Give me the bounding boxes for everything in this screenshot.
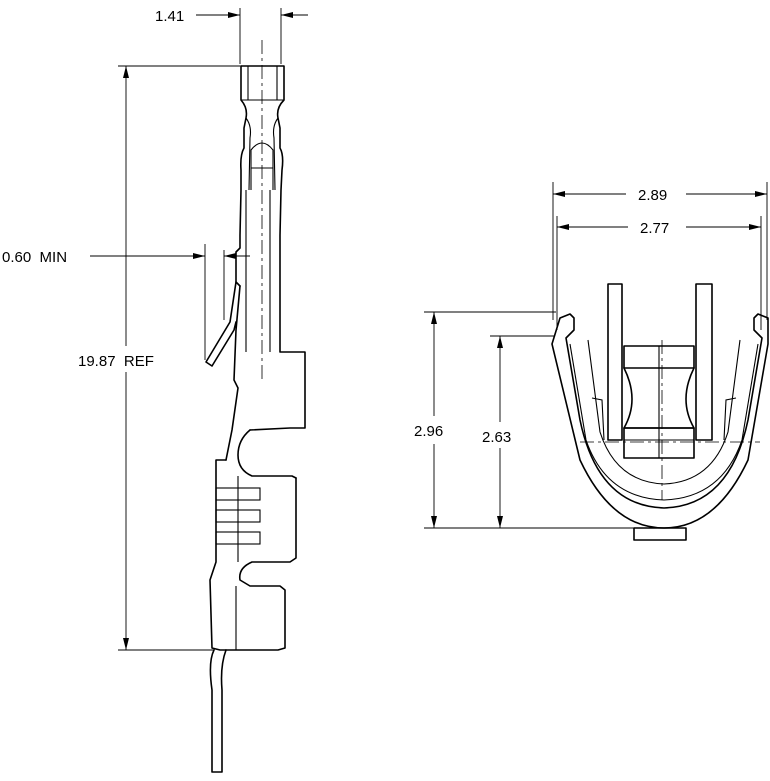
dimension-inner-width: 2.77 — [556, 216, 762, 330]
contact-arm-left — [607, 283, 623, 441]
dimension-overall-length-label: 19.87 REF — [78, 353, 154, 370]
contact-arm-right — [695, 283, 713, 441]
dimension-width-top-label: 1.41 — [155, 8, 184, 25]
bottom-tab — [633, 527, 687, 541]
dimension-outer-height-label: 2.96 — [414, 423, 443, 440]
dimension-width-top: 1.41 — [155, 8, 308, 64]
dimension-outer-width: 2.89 — [552, 182, 768, 320]
dimension-min-offset-label: 0.60 MIN — [2, 249, 67, 266]
contact-barrel-left — [235, 65, 248, 287]
dimension-inner-width-label: 2.77 — [640, 220, 669, 237]
end-view: 2.89 2.77 2.96 — [414, 182, 769, 541]
side-view: 1.41 0.60 MIN 19.87 REF — [2, 8, 308, 773]
dimension-min-offset: 0.60 MIN — [2, 244, 250, 360]
wire-crimp-outline — [209, 459, 297, 651]
outer-shell — [551, 313, 769, 529]
flange-left — [591, 397, 605, 441]
shell-middle-curve — [587, 339, 741, 485]
contact-barrel-outline — [240, 65, 306, 431]
locking-lance — [205, 281, 237, 367]
shell-inner-curve — [569, 343, 759, 501]
dimension-overall-length: 19.87 REF — [78, 65, 240, 651]
contact-spring-right — [272, 117, 279, 191]
dimension-inner-height: 2.63 — [482, 335, 554, 528]
dimension-outer-width-label: 2.89 — [638, 187, 667, 204]
transition-notch — [237, 429, 297, 479]
contact-spring-left — [245, 117, 252, 191]
flange-right — [723, 397, 737, 441]
dimension-outer-height: 2.96 — [414, 311, 634, 529]
lance-body — [225, 285, 241, 461]
carrier-tab — [209, 649, 227, 773]
dimension-inner-height-label: 2.63 — [482, 429, 511, 446]
